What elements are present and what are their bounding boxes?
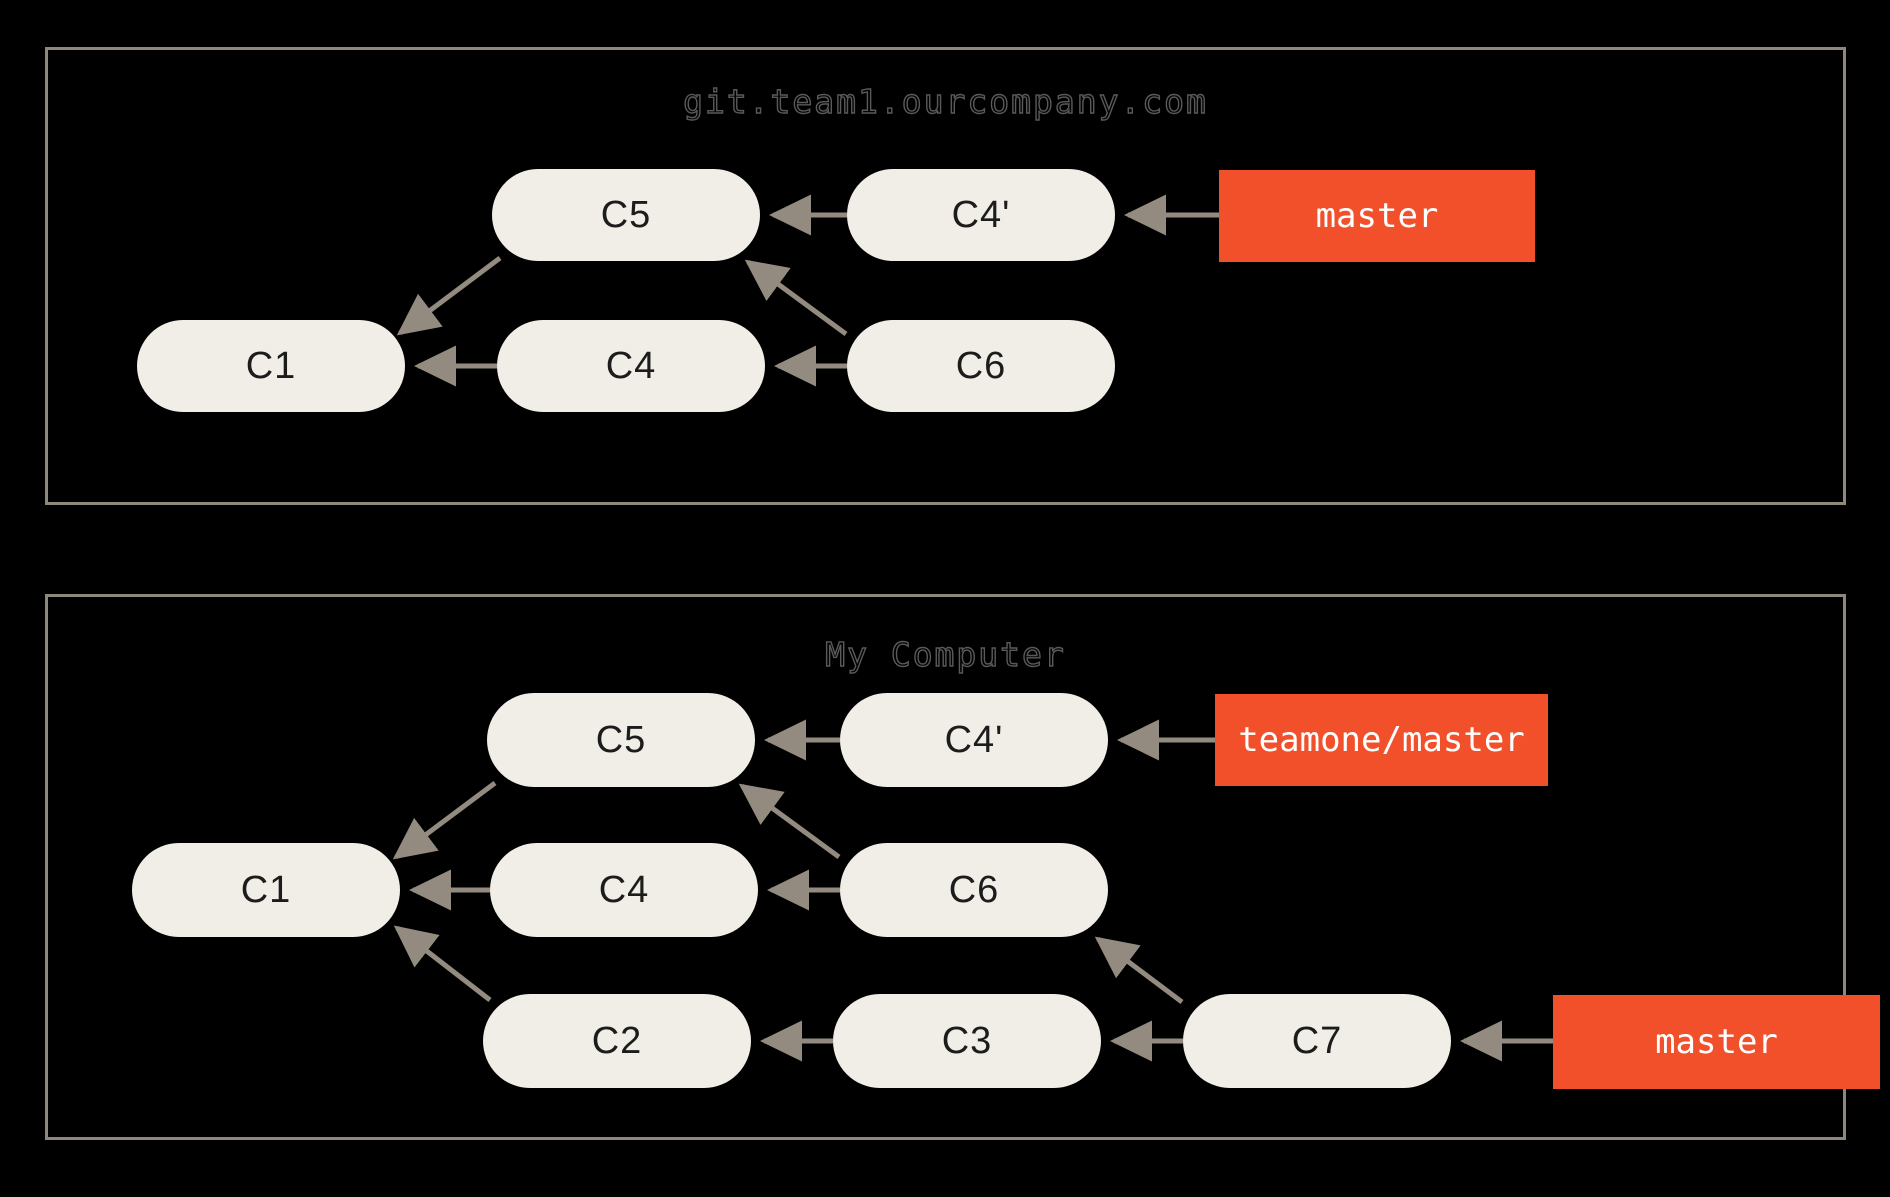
- commit-label: C2: [591, 1019, 643, 1062]
- commit-node-c1-local[interactable]: C1: [132, 843, 400, 937]
- commit-node-c1-remote[interactable]: C1: [137, 320, 405, 412]
- branch-label-master-local[interactable]: master: [1553, 995, 1880, 1089]
- commit-node-c4-local[interactable]: C4: [490, 843, 758, 937]
- commit-label: C5: [595, 718, 647, 761]
- commit-label: C4: [605, 344, 657, 387]
- commit-label: C7: [1291, 1019, 1343, 1062]
- branch-label-text: teamone/master: [1238, 720, 1525, 760]
- panel-remote-server: git.team1.ourcompany.com: [45, 47, 1846, 505]
- commit-node-c4-remote[interactable]: C4: [497, 320, 765, 412]
- panel-my-computer: My Computer: [45, 594, 1846, 1140]
- commit-node-c6-remote[interactable]: C6: [847, 320, 1115, 412]
- branch-label-teamone-master[interactable]: teamone/master: [1215, 694, 1548, 786]
- commit-node-c4prime-local[interactable]: C4': [840, 693, 1108, 787]
- commit-label: C6: [948, 868, 1000, 911]
- commit-node-c6-local[interactable]: C6: [840, 843, 1108, 937]
- commit-label: C1: [240, 868, 292, 911]
- branch-label-master-remote[interactable]: master: [1219, 170, 1535, 262]
- commit-label: C5: [600, 193, 652, 236]
- commit-node-c5-local[interactable]: C5: [487, 693, 755, 787]
- commit-label: C3: [941, 1019, 993, 1062]
- commit-node-c2-local[interactable]: C2: [483, 994, 751, 1088]
- panel-remote-title: git.team1.ourcompany.com: [682, 81, 1208, 121]
- commit-label: C4': [944, 718, 1004, 761]
- commit-node-c4prime-remote[interactable]: C4': [847, 169, 1115, 261]
- commit-node-c3-local[interactable]: C3: [833, 994, 1101, 1088]
- branch-label-text: master: [1655, 1022, 1778, 1062]
- commit-node-c5-remote[interactable]: C5: [492, 169, 760, 261]
- panel-local-title: My Computer: [825, 634, 1066, 674]
- commit-label: C4: [598, 868, 650, 911]
- branch-label-text: master: [1315, 196, 1439, 236]
- commit-label: C6: [955, 344, 1007, 387]
- commit-label: C1: [245, 344, 297, 387]
- commit-node-c7-local[interactable]: C7: [1183, 994, 1451, 1088]
- commit-label: C4': [951, 193, 1011, 236]
